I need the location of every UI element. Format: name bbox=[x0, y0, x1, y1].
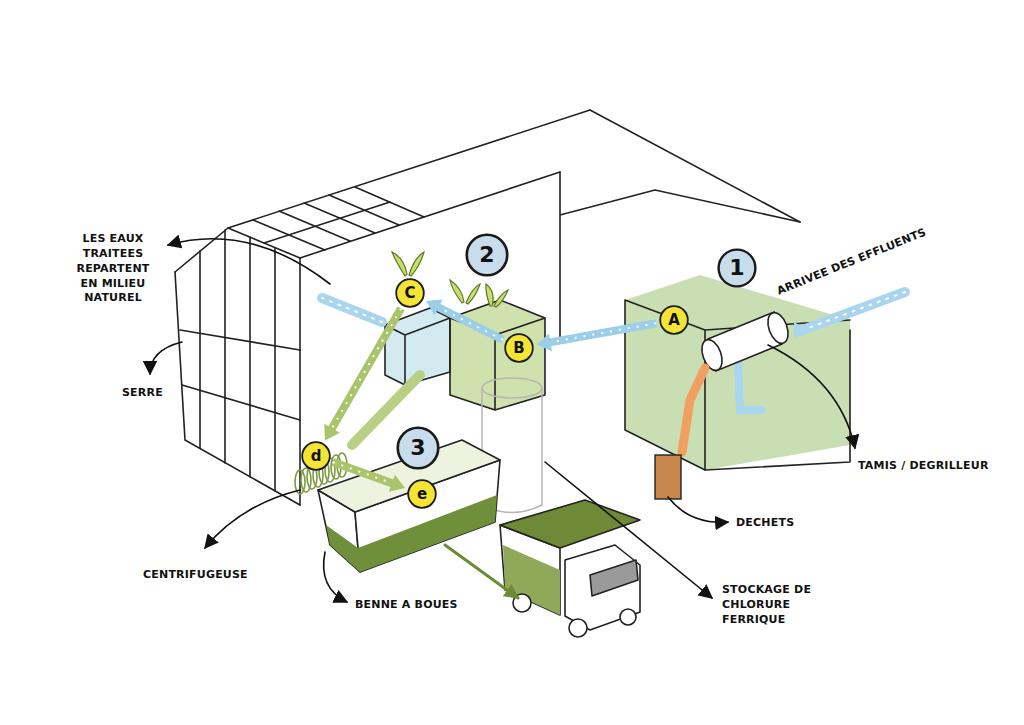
callout-text: B bbox=[513, 341, 524, 356]
building-outline bbox=[560, 172, 800, 340]
callout-letter: d bbox=[301, 441, 331, 471]
callout-circle-shape bbox=[719, 250, 756, 287]
water-pipes bbox=[322, 298, 382, 322]
arrow-head bbox=[389, 475, 405, 492]
building-outline bbox=[253, 187, 424, 250]
callout-text: d bbox=[311, 449, 322, 464]
waste-pipe bbox=[682, 368, 705, 452]
building-outline bbox=[590, 110, 800, 222]
building-outline bbox=[264, 202, 390, 243]
callout-text: A bbox=[668, 313, 680, 328]
leader-lines bbox=[445, 545, 518, 598]
callout-circle-shape bbox=[505, 334, 533, 362]
leader-lines bbox=[545, 462, 712, 598]
flow-arrow bbox=[333, 462, 405, 492]
part-label: DECHETS bbox=[736, 516, 794, 531]
leader-lines bbox=[668, 497, 728, 522]
waste-pipe bbox=[655, 368, 705, 499]
callout-text: C bbox=[404, 286, 415, 301]
callout-letter: e bbox=[407, 479, 437, 509]
callout-circle-shape bbox=[408, 480, 436, 508]
water-pipes bbox=[800, 292, 905, 331]
arrow-head bbox=[537, 333, 552, 351]
leader-lines bbox=[205, 490, 300, 548]
step-number: 2 bbox=[465, 233, 509, 277]
flow-dots bbox=[437, 307, 503, 340]
flow-line bbox=[549, 323, 657, 342]
callout-circle-shape bbox=[302, 442, 330, 470]
callout-letter: C bbox=[395, 278, 425, 308]
plants bbox=[409, 252, 424, 276]
truck bbox=[620, 609, 636, 625]
flow-line bbox=[437, 307, 503, 340]
callout-text: 1 bbox=[729, 257, 744, 279]
flow-line bbox=[331, 309, 401, 430]
plants bbox=[450, 280, 464, 303]
tank-fills bbox=[385, 275, 850, 470]
truck bbox=[565, 545, 640, 630]
leader-lines bbox=[324, 552, 347, 602]
callout-text: 3 bbox=[410, 437, 425, 459]
callout-text: 2 bbox=[479, 244, 494, 266]
part-label: TAMIS / DEGRILLEUR bbox=[858, 459, 989, 474]
water-pipes bbox=[800, 292, 905, 331]
water-pipes bbox=[322, 298, 382, 322]
screen-drum bbox=[698, 310, 808, 373]
flow-line bbox=[333, 462, 394, 484]
truck bbox=[590, 560, 638, 596]
tank-fills bbox=[625, 275, 850, 470]
truck bbox=[503, 545, 560, 615]
building-outline bbox=[175, 110, 850, 505]
leader-lines bbox=[150, 342, 182, 374]
leader-lines bbox=[768, 345, 855, 448]
flow-dots bbox=[331, 309, 401, 430]
building-outline bbox=[200, 230, 275, 491]
water-pipes bbox=[738, 360, 762, 410]
building-outline bbox=[300, 172, 560, 258]
arrow-head bbox=[426, 299, 443, 315]
building-outline bbox=[175, 228, 300, 272]
outflow-label: LES EAUX TRAITEES REPARTENT EN MILIEU NA… bbox=[70, 232, 156, 306]
part-label: SERRE bbox=[122, 386, 163, 401]
callout-circle-shape bbox=[467, 235, 507, 275]
leader-lines bbox=[168, 239, 330, 284]
step-number: 3 bbox=[396, 426, 440, 470]
truck bbox=[500, 500, 640, 637]
plants bbox=[466, 284, 480, 304]
flow-arrow bbox=[537, 323, 657, 351]
part-label: BENNE A BOUES bbox=[355, 598, 458, 613]
waste-pipe bbox=[655, 455, 681, 499]
plants bbox=[486, 284, 493, 306]
truck bbox=[500, 500, 640, 548]
building-outline bbox=[180, 330, 300, 420]
plants bbox=[494, 290, 508, 307]
callout-letter: B bbox=[504, 333, 534, 363]
callout-circle-shape bbox=[396, 279, 424, 307]
step-number: 1 bbox=[717, 248, 757, 288]
callout-text: e bbox=[417, 487, 427, 502]
screen-drum bbox=[764, 310, 792, 346]
screen-drum bbox=[794, 322, 808, 338]
building-outline bbox=[175, 272, 300, 505]
flow-dots bbox=[333, 462, 394, 484]
building-outline bbox=[299, 258, 301, 505]
callout-circle-shape bbox=[398, 428, 438, 468]
truck bbox=[569, 619, 587, 637]
flow-dots bbox=[549, 323, 657, 342]
flow-arrow bbox=[426, 299, 503, 340]
part-label: CENTRIFUGEUSE bbox=[143, 568, 248, 583]
leader-lines bbox=[150, 239, 855, 602]
arrow-head bbox=[324, 424, 340, 441]
flow-arrow bbox=[324, 309, 401, 441]
callout-letter: A bbox=[659, 305, 689, 335]
callout-circle-shape bbox=[660, 306, 688, 334]
plants bbox=[392, 252, 407, 276]
ferric-chloride-silo bbox=[482, 378, 542, 398]
part-label: STOCKAGE DE CHLORURE FERRIQUE bbox=[722, 583, 857, 628]
